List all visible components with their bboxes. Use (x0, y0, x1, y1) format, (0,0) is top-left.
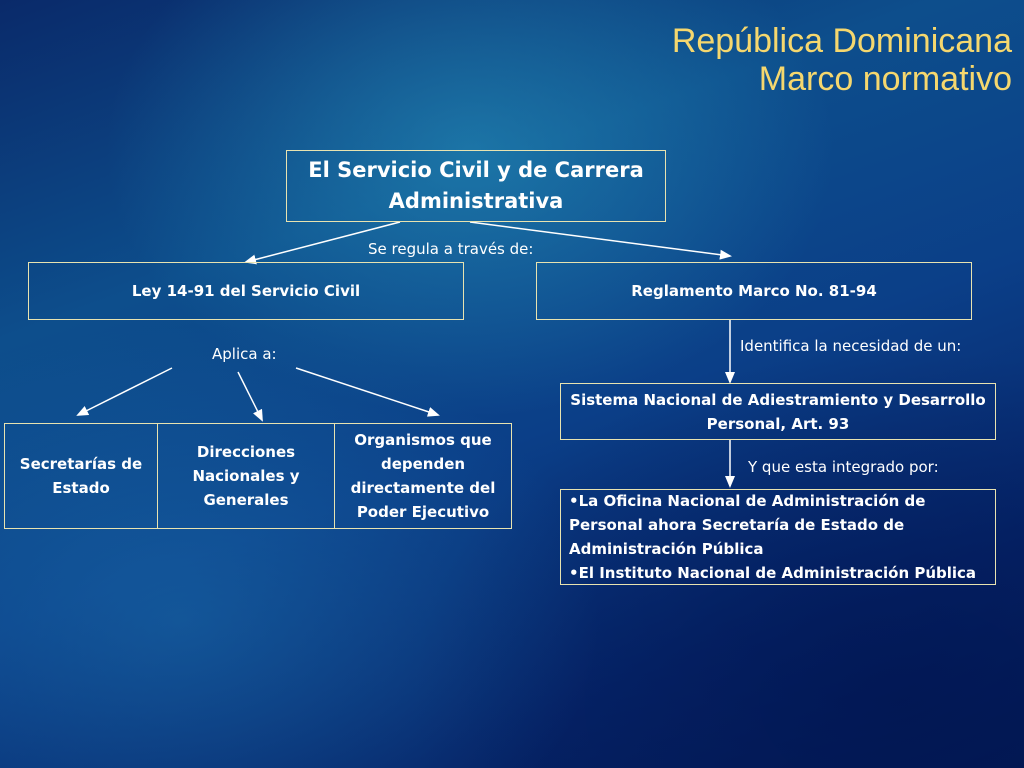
sistema-box: Sistema Nacional de Adiestramiento y Des… (560, 383, 996, 440)
sistema-text: Sistema Nacional de Adiestramiento y Des… (570, 390, 986, 433)
arrow-aplica-to-direcciones (237, 371, 263, 422)
root-box: El Servicio Civil y de Carrera Administr… (286, 150, 666, 222)
integrado-item-2: •El Instituto Nacional de Administración… (569, 564, 977, 582)
organismos-text: Organismos que dependen directamente del… (350, 431, 496, 521)
label-integrado: Y que esta integrado por: (748, 458, 939, 476)
root-text: El Servicio Civil y de Carrera Administr… (308, 158, 644, 213)
secretarias-box: Secretarías de Estado (4, 423, 158, 529)
reglamento-text: Reglamento Marco No. 81-94 (631, 282, 877, 300)
label-identifica: Identifica la necesidad de un: (740, 337, 962, 355)
direcciones-text: Direcciones Nacionales y Generales (192, 443, 300, 509)
reglamento-box: Reglamento Marco No. 81-94 (536, 262, 972, 320)
title-line-2: Marco normativo (758, 60, 1012, 98)
integrado-item-1: •La Oficina Nacional de Administración d… (569, 492, 926, 558)
organismos-box: Organismos que dependen directamente del… (334, 423, 512, 529)
ley-box: Ley 14-91 del Servicio Civil (28, 262, 464, 320)
arrow-aplica-to-secretarias (76, 367, 173, 416)
title-line-1: República Dominicana (671, 22, 1012, 60)
secretarias-text: Secretarías de Estado (19, 455, 143, 497)
slide-title: República Dominicana Marco normativo (672, 22, 1012, 98)
arrow-root-to-ley (244, 221, 401, 265)
label-regula: Se regula a través de: (368, 240, 534, 258)
label-aplica: Aplica a: (212, 345, 277, 363)
integrado-box: •La Oficina Nacional de Administración d… (560, 489, 996, 585)
direcciones-box: Direcciones Nacionales y Generales (157, 423, 335, 529)
arrow-root-to-reglamento (469, 221, 732, 260)
arrow-aplica-to-organismos (295, 367, 440, 417)
ley-text: Ley 14-91 del Servicio Civil (131, 282, 361, 300)
